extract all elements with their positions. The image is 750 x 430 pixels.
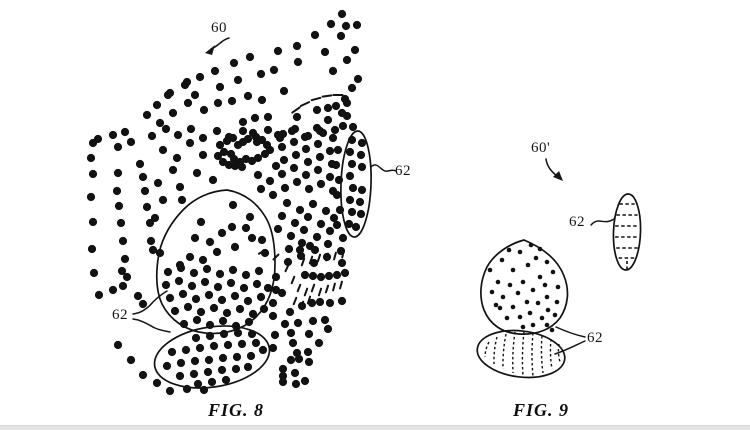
page-bottom-divider [0,425,750,430]
fig9-capsule-leader [590,218,615,226]
fig8-group-arrowhead-icon [205,45,215,55]
fig8-tick-marks [257,94,345,310]
fig9-bottom-leader-lower [554,340,586,355]
fig9-group-ref-label: 60' [531,140,551,156]
fig8-region-right-leader [370,164,397,172]
fig8-region-left-leader-lower [132,318,171,333]
fig8-caption: FIG. 8 [208,400,265,420]
fig9-dot-field [487,242,561,333]
fig9-bottom-region-ref-label: 62 [587,330,603,346]
fig9-capsule-ref-label: 62 [569,214,585,230]
fig9-region-outlines [476,193,642,379]
fig8-group-ref-label: 60 [211,20,227,36]
fig9-annotations [545,158,615,355]
fig9-caption: FIG. 9 [513,400,570,420]
fig9-ellipse-ribs [484,331,561,377]
fig9-bottom-leader-upper [555,326,586,338]
fig8-annotations [132,37,397,333]
fig8-dot-field [86,9,367,396]
fig9-group-arrowhead-icon [553,171,563,181]
fig9-capsule-rows [615,203,639,269]
fig8-left-region-ref-label: 62 [112,307,128,323]
fig8-region-left-leader-upper [132,290,168,315]
fig8-right-region-ref-label: 62 [395,163,411,179]
